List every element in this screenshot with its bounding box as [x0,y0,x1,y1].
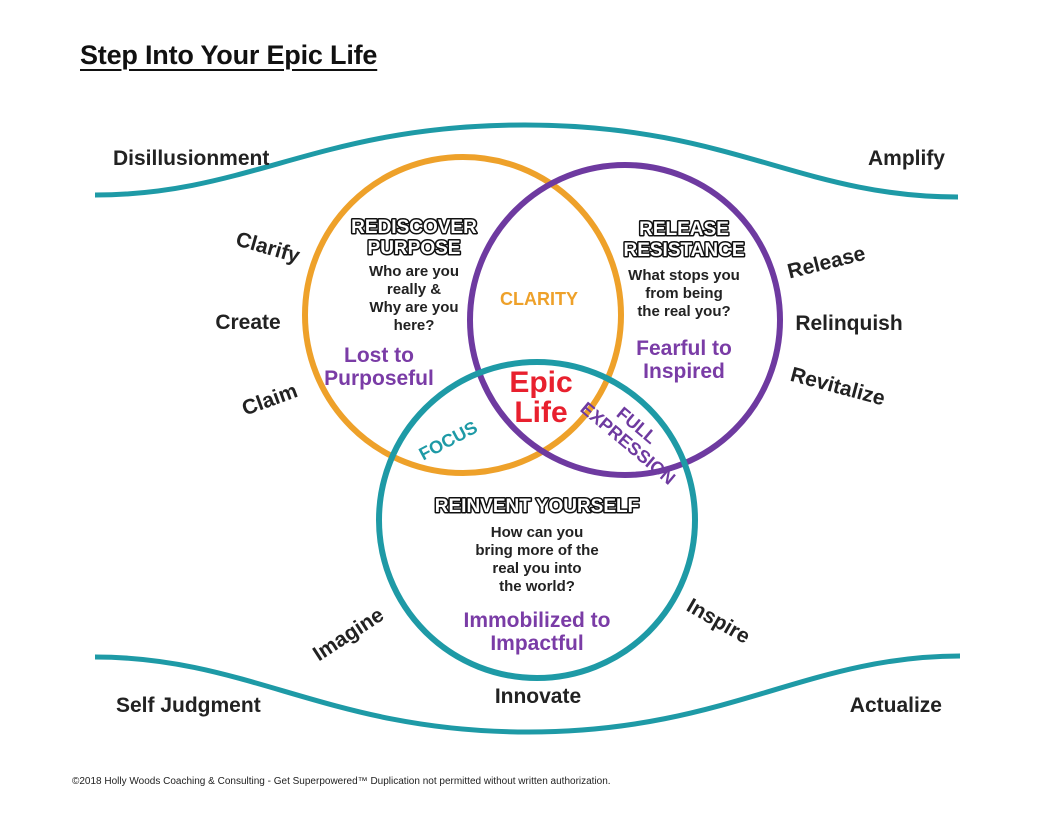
reinvent-shift-line-2: Impactful [490,632,583,655]
purpose-question-line-1: Who are you [369,263,459,280]
left-word-claim: Claim [239,379,301,420]
bottom-word-inspire: Inspire [683,594,754,648]
purpose-shift-line-1: Lost to [344,344,414,367]
right-word-relinquish: Relinquish [795,312,902,335]
purpose-heading-line-2: PURPOSE [368,238,461,259]
purpose-circle [302,154,624,476]
right-word-release: Release [785,242,868,284]
resistance-question-line-2: from being [645,285,723,302]
resistance-heading-line-2: RESISTANCE [623,240,744,261]
resistance-question-line-3: the real you? [637,303,730,320]
corner-bottom-left: Self Judgment [116,694,261,717]
purpose-question-line-3: Why are you [369,299,458,316]
resistance-heading-line-1: RELEASE [639,219,729,240]
purpose-question-line-2: really & [387,281,441,298]
corner-bottom-right: Actualize [850,694,942,717]
corner-top-left: Disillusionment [113,147,269,170]
page-title: Step Into Your Epic Life [80,40,378,70]
resistance-shift-line-1: Fearful to [636,337,732,360]
bottom-word-imagine: Imagine [309,603,388,666]
reinvent-circle [376,359,698,681]
reinvent-shift-line-1: Immobilized to [464,609,611,632]
top-wave [94,122,959,200]
purpose-heading-line-1: REDISCOVER [351,217,477,238]
bottom-center-label: Innovate [495,685,581,708]
purpose-shift-line-2: Purposeful [324,367,434,390]
right-word-revitalize: Revitalize [788,363,888,410]
resistance-circle [467,162,783,478]
left-word-clarify: Clarify [233,228,302,268]
copyright-footer: ©2018 Holly Woods Coaching & Consulting … [72,776,611,787]
intersection-clarity: CLARITY [500,289,578,309]
center-life: Life [514,396,567,429]
reinvent-question-line-3: real you into [492,560,581,577]
purpose-question-line-4: here? [394,317,435,334]
reinvent-question-line-1: How can you [491,524,584,541]
reinvent-question-line-2: bring more of the [475,542,598,559]
left-word-create: Create [215,311,280,334]
bottom-wave [94,653,961,735]
intersection-focus: FOCUS [416,417,481,464]
resistance-question-line-1: What stops you [628,267,740,284]
reinvent-heading: REINVENT YOURSELF [435,496,639,517]
reinvent-question-line-4: the world? [499,578,575,595]
center-epic: Epic [509,366,572,399]
resistance-shift-line-2: Inspired [643,360,725,383]
corner-top-right: Amplify [868,147,945,170]
